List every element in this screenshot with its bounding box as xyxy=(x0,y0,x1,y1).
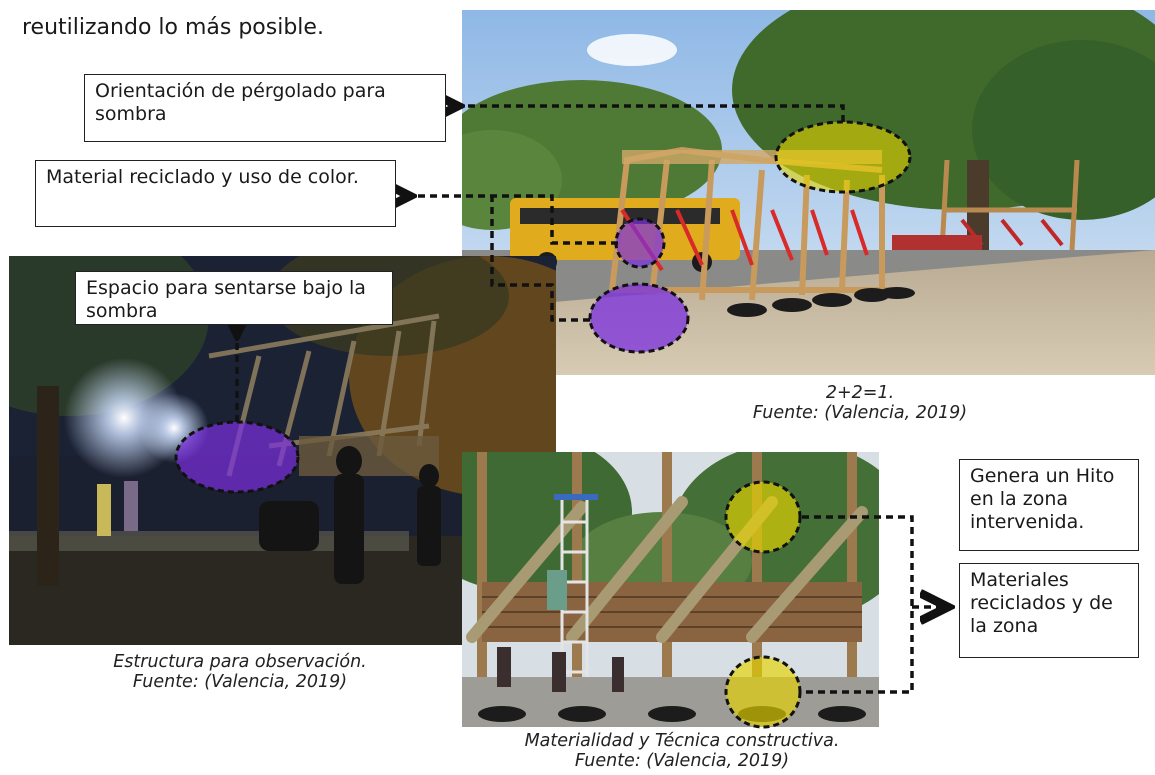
photo-pergola-park xyxy=(462,10,1155,375)
callout-materiales: Materiales reciclados y de la zona xyxy=(959,563,1139,658)
callout-reciclado: Material reciclado y uso de color. xyxy=(35,160,396,227)
callout-hito-text: Genera un Hito en la zona intervenida. xyxy=(970,465,1115,533)
callout-sentarse-text: Espacio para sentarse bajo la sombra xyxy=(86,277,366,322)
caption-photo3: Materialidad y Técnica constructiva. Fue… xyxy=(462,731,902,771)
caption-photo1-source: Fuente: (Valencia, 2019) xyxy=(752,403,968,423)
callout-sentarse: Espacio para sentarse bajo la sombra xyxy=(75,271,393,325)
caption-photo2-title: Estructura para observación. xyxy=(113,652,367,672)
intro-text: reutilizando lo más posible. xyxy=(22,15,324,40)
callout-hito: Genera un Hito en la zona intervenida. xyxy=(959,459,1139,551)
callout-materiales-text: Materiales reciclados y de la zona xyxy=(970,569,1113,637)
caption-photo1-title: 2+2=1. xyxy=(825,383,895,403)
callout-pergola: Orientación de pérgolado para sombra xyxy=(84,74,446,142)
caption-photo2: Estructura para observación. Fuente: (Va… xyxy=(60,652,420,692)
callout-reciclado-text: Material reciclado y uso de color. xyxy=(46,166,359,188)
caption-photo3-title: Materialidad y Técnica constructiva. xyxy=(524,731,840,751)
caption-photo3-source: Fuente: (Valencia, 2019) xyxy=(574,751,790,771)
callout-pergola-text: Orientación de pérgolado para sombra xyxy=(95,80,386,125)
caption-photo1: 2+2=1. Fuente: (Valencia, 2019) xyxy=(700,383,1020,423)
caption-photo2-source: Fuente: (Valencia, 2019) xyxy=(132,672,348,692)
photo-construction-materials xyxy=(462,452,879,727)
